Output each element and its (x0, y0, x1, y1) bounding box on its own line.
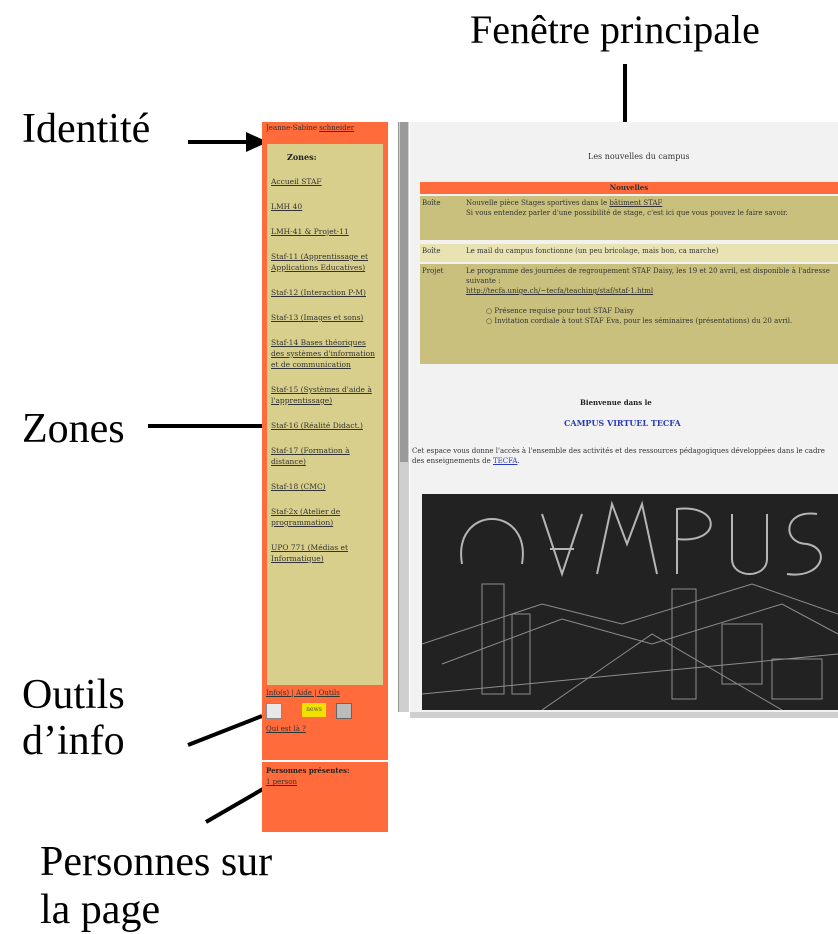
label-zones: Zones (22, 406, 125, 452)
news-tag: Projet (422, 267, 444, 275)
zone-link[interactable]: UPO 771 (Médias et Informatique) (271, 543, 348, 563)
label-outils-line1: Outils (22, 672, 125, 718)
news-row: Boîte Le mail du campus fonctionne (un p… (420, 244, 838, 262)
zone-link[interactable]: Staf-14 Bases théoriques des systèmes d'… (271, 338, 375, 369)
who-is-here-link[interactable]: Qui est là ? (266, 725, 306, 733)
news-tag: Boîte (422, 247, 441, 255)
tools-links[interactable]: Info(s) | Aide | Outils (266, 689, 340, 697)
persons-count-link[interactable]: 1 person (266, 778, 297, 786)
zone-link[interactable]: Staf-12 (Interaction P-M) (271, 288, 366, 297)
persons-panel: Personnes présentes: 1 person (262, 762, 388, 832)
persons-title: Personnes présentes: (266, 766, 350, 775)
zone-link[interactable]: Staf-2x (Atelier de programmation) (271, 507, 341, 527)
news-text: Le programme des journées de regroupemen… (466, 267, 830, 285)
tecfa-link[interactable]: TECFA (492, 457, 518, 465)
arrow-identite (188, 132, 268, 152)
zone-link[interactable]: Staf-15 (Systèmes d'aide à l'apprentissa… (271, 385, 372, 405)
campus-sketch-image (422, 494, 838, 710)
zone-link[interactable]: Staf-16 (Réalité Didact.) (271, 421, 363, 430)
intro-text: Cet espace vous donne l'accès à l'ensemb… (412, 447, 825, 465)
news-row: Projet Le programme des journées de regr… (420, 264, 838, 364)
news-bullet: ○ Présence requise pour tout STAF Daisy (486, 307, 634, 315)
label-outils-info: Outils d’info (22, 672, 125, 764)
zone-link[interactable]: Staf-18 (CMC) (271, 482, 326, 491)
zone-link[interactable]: LMH-41 & Projet-11 (271, 227, 349, 236)
zone-link[interactable]: LMH 40 (271, 202, 303, 211)
identity-bar: Jeanne-Sabine schneider (266, 124, 384, 138)
vertical-scrollbar[interactable] (398, 122, 409, 712)
campus-name: CAMPUS VIRTUEL TECFA (564, 418, 681, 428)
news-title: Les nouvelles du campus (588, 152, 690, 161)
news-link[interactable]: bâtiment STAF (609, 199, 663, 207)
zones-panel: Zones: Accueil STAF LMH 40 LMH-41 & Proj… (267, 144, 383, 699)
sidebar: Jeanne-Sabine schneider Zones: Accueil S… (262, 122, 388, 832)
identity-name: Jeanne-Sabine (266, 124, 317, 132)
main-window: Les nouvelles du campus Nouvelles Boîte … (410, 122, 838, 712)
zone-link[interactable]: Accueil STAF (271, 177, 322, 186)
document-icon[interactable] (336, 703, 352, 719)
horizontal-scrollbar[interactable] (410, 712, 838, 718)
label-personnes-line1: Personnes sur (40, 839, 273, 885)
news-text: Nouvelle pièce Stages sportives dans le (466, 199, 608, 207)
label-outils-line2: d’info (22, 718, 125, 764)
label-personnes-line2: la page (40, 887, 161, 933)
zone-link[interactable]: Staf-17 (Formation à distance) (271, 446, 350, 466)
news-text: Le mail du campus fonctionne (un peu bri… (466, 247, 719, 255)
news-header: Nouvelles (420, 182, 838, 194)
scroll-thumb[interactable] (400, 122, 408, 462)
news-text-2: Si vous entendez parler d'une possibilit… (466, 209, 788, 217)
identity-link[interactable]: schneider (319, 124, 355, 132)
welcome-text: Bienvenue dans le (580, 398, 652, 407)
news-row: Boîte Nouvelle pièce Stages sportives da… (420, 196, 838, 240)
label-fenetre-principale: Fenêtre principale (470, 7, 760, 52)
news-icon[interactable]: news (302, 703, 326, 717)
news-link[interactable]: http://tecfa.unige.ch/~tecfa/teaching/st… (466, 287, 654, 295)
zones-title: Zones: (287, 152, 317, 162)
zone-link[interactable]: Staf-11 (Apprentissage et Applications E… (271, 252, 369, 272)
label-identite: Identité (22, 106, 151, 152)
campus-sketch-drawing (422, 494, 838, 710)
zone-link[interactable]: Staf-13 (Images et sons) (271, 313, 364, 322)
blank-page-icon[interactable] (266, 703, 282, 719)
info-tools-panel: Info(s) | Aide | Outils news Qui est là … (262, 685, 388, 760)
news-tag: Boîte (422, 199, 441, 207)
news-bullet: ○ Invitation cordiale à tout STAF Eva, p… (486, 317, 793, 325)
label-personnes: Personnes sur la page (40, 838, 272, 934)
